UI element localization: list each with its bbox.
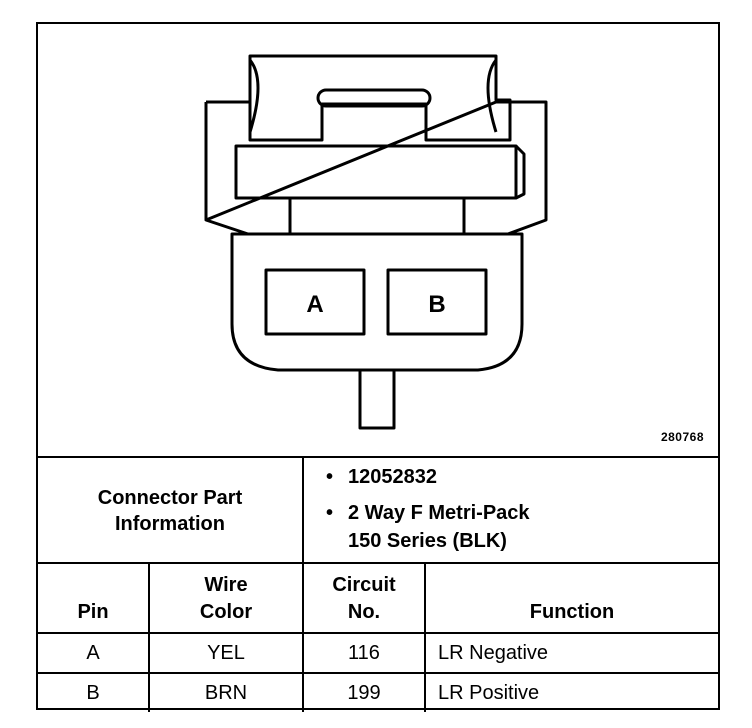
part-number: 12052832 bbox=[348, 466, 437, 488]
header-wire-color-line1: Wire bbox=[204, 574, 248, 596]
row-a-wire-color: YEL bbox=[207, 641, 245, 664]
lower-housing bbox=[230, 232, 524, 372]
row-a-pin: A bbox=[86, 641, 100, 664]
row-b-pin: B bbox=[86, 681, 100, 704]
cavity-a-label: A bbox=[306, 291, 323, 318]
part-info-values: • 12052832 • 2 Way F Metri-Pack 150 Seri… bbox=[304, 458, 718, 564]
row-a-function: LR Negative bbox=[438, 641, 549, 664]
header-circuit-line2: No. bbox=[347, 601, 381, 623]
header-circuit-line1: Circuit bbox=[332, 574, 396, 596]
table-row-b-circuit: 199 bbox=[304, 674, 424, 712]
table-row-a-pin: A bbox=[38, 634, 148, 672]
latch-tab bbox=[316, 88, 432, 108]
table-divider bbox=[148, 564, 150, 712]
part-description-item-cont: 150 Series (BLK) bbox=[348, 528, 507, 555]
connector-illustration: A B bbox=[204, 54, 548, 430]
figure-number: 280768 bbox=[660, 430, 704, 444]
table-row-b-wire-color: BRN bbox=[150, 674, 302, 712]
latch-outline bbox=[248, 54, 512, 142]
header-circuit: Circuit No. bbox=[304, 564, 424, 632]
header-wire-color-line2: Color bbox=[199, 601, 253, 623]
table-row-a-function: LR Negative bbox=[426, 634, 718, 672]
header-wire-color: Wire Color bbox=[150, 564, 302, 632]
latch-right-curve bbox=[486, 59, 498, 133]
pin-table: Pin Wire Color Circuit No. Function A YE… bbox=[38, 562, 718, 712]
part-info-label-line2: Information bbox=[115, 513, 225, 535]
header-pin: Pin bbox=[38, 564, 148, 632]
table-row-b-pin: B bbox=[38, 674, 148, 712]
cavity-b bbox=[386, 268, 488, 336]
header-function: Function bbox=[426, 564, 718, 632]
part-description-line1: 2 Way F Metri-Pack bbox=[348, 502, 530, 524]
part-description-line2: 150 Series (BLK) bbox=[348, 530, 507, 552]
row-b-circuit: 199 bbox=[347, 681, 381, 704]
table-row-a-circuit: 116 bbox=[304, 634, 424, 672]
table-divider bbox=[302, 564, 304, 712]
part-description-item: • 2 Way F Metri-Pack bbox=[326, 500, 530, 527]
connector-drawing: A B 280768 bbox=[38, 24, 718, 456]
ledge-right-bevel bbox=[514, 144, 526, 200]
row-b-function: LR Positive bbox=[438, 681, 540, 704]
wire-stub bbox=[358, 370, 396, 430]
connector-part-info: Connector Part Information • 12052832 • … bbox=[38, 456, 718, 564]
cavity-b-label: B bbox=[428, 291, 445, 318]
header-function-label: Function bbox=[529, 601, 615, 623]
connector-diagram-frame: A B 280768 Connector Part Information • … bbox=[36, 22, 720, 712]
bullet-icon: • bbox=[326, 466, 334, 488]
table-row-a-wire-color: YEL bbox=[150, 634, 302, 672]
cavity-a bbox=[264, 268, 366, 336]
part-info-label: Connector Part Information bbox=[38, 458, 304, 564]
table-row-b-function: LR Positive bbox=[426, 674, 718, 712]
part-info-label-line1: Connector Part bbox=[97, 487, 243, 509]
header-pin-label: Pin bbox=[77, 601, 109, 623]
row-a-circuit: 116 bbox=[348, 641, 380, 664]
latch-left-curve bbox=[248, 59, 260, 133]
table-divider bbox=[38, 632, 718, 634]
bullet-icon: • bbox=[326, 502, 334, 524]
table-divider bbox=[424, 564, 426, 712]
upper-body bbox=[204, 100, 548, 236]
part-number-item: • 12052832 bbox=[326, 464, 437, 491]
table-divider bbox=[38, 672, 718, 674]
row-b-wire-color: BRN bbox=[204, 681, 248, 704]
